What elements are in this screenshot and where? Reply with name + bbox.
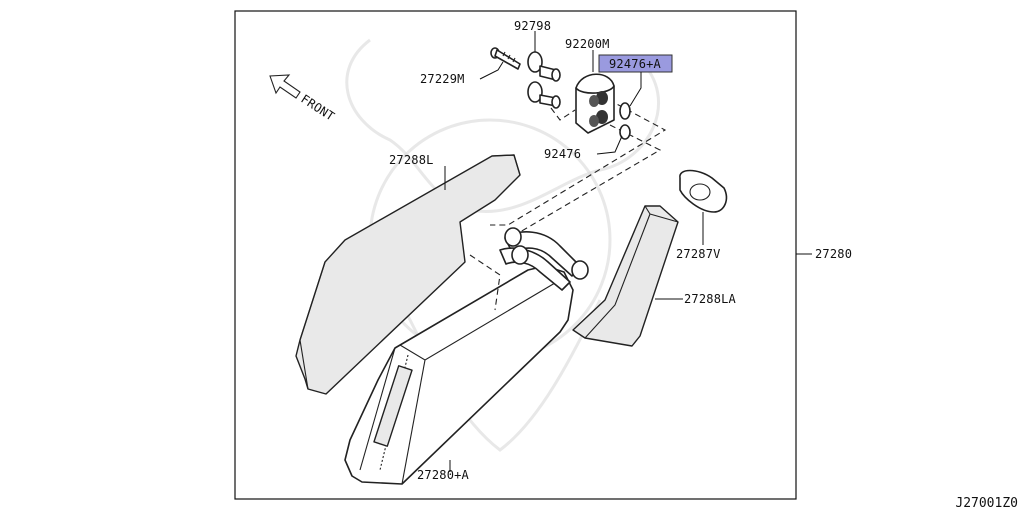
- label-27229m: 27229M: [420, 72, 465, 86]
- part-27287v-clip: [679, 169, 728, 213]
- label-92798: 92798: [514, 19, 551, 33]
- label-92200m: 92200M: [565, 37, 610, 51]
- diagram-frame: [234, 10, 797, 500]
- label-27280a: 27280+A: [417, 468, 470, 482]
- highlight-92476a: [598, 54, 673, 73]
- label-front: FRONT: [298, 92, 337, 124]
- label-27288la: 27288LA: [684, 292, 737, 306]
- dashed-routing-lines: [469, 94, 667, 311]
- part-92476-orings: [619, 102, 631, 140]
- part-27288l-seal: [295, 154, 521, 395]
- part-27288la-seal: [572, 205, 679, 347]
- label-27287v: 27287V: [676, 247, 721, 261]
- part-92200m-expansion-valve: [575, 73, 615, 134]
- front-arrow-icon: [269, 74, 301, 99]
- part-27229m-bolt: [490, 47, 521, 70]
- diagram-code: J27001Z0: [955, 496, 1018, 511]
- label-92476a: 92476+A: [609, 57, 662, 71]
- label-27288l: 27288L: [389, 153, 434, 167]
- evaporator-pipes: [499, 227, 589, 291]
- label-92476: 92476: [544, 147, 581, 161]
- leader-lines: [444, 31, 812, 472]
- label-27280: 27280: [815, 247, 852, 261]
- part-92798-collars: [527, 51, 561, 109]
